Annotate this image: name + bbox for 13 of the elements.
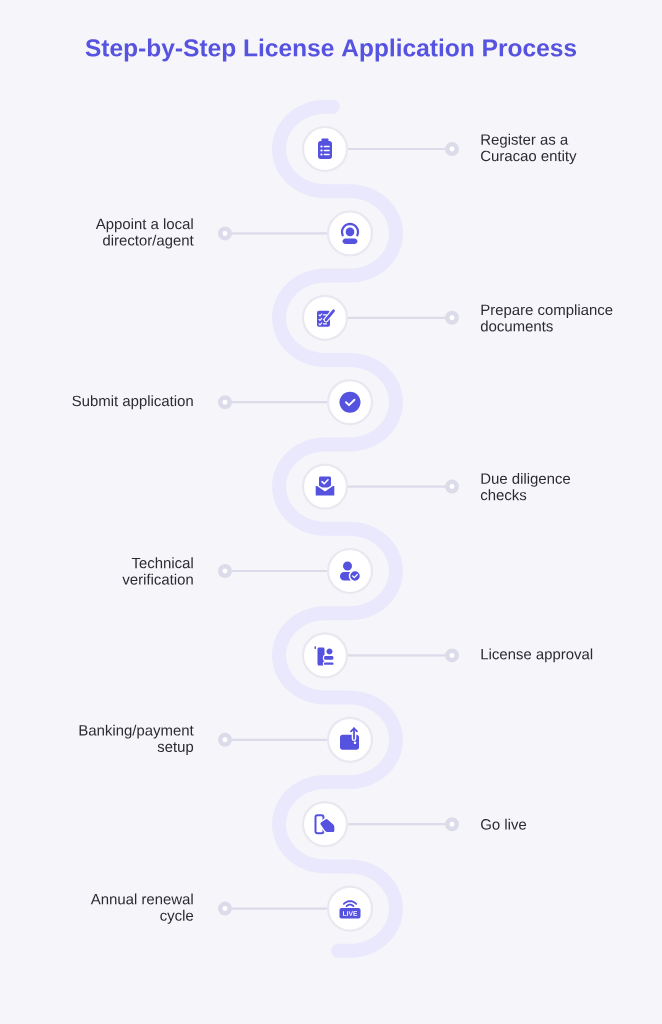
step-label: Technical verification xyxy=(122,557,193,585)
icon-circle xyxy=(301,294,349,341)
step-label: Prepare compliance documents xyxy=(480,304,613,332)
step-label: Annual renewal cycle xyxy=(90,893,194,924)
step-label: Go live xyxy=(481,818,527,830)
step-label: Register as a Curacao entity xyxy=(481,133,577,165)
step-label: Banking/payment setup xyxy=(79,724,194,755)
step-label: Due diligence checks xyxy=(480,472,571,501)
title: Step-by-Step License Application Process xyxy=(85,38,577,62)
step-label: Submit application xyxy=(72,395,193,410)
step-label: License approval xyxy=(481,648,593,663)
icon-circle xyxy=(326,210,374,257)
step-label: Appoint a local director/agent xyxy=(95,218,194,249)
